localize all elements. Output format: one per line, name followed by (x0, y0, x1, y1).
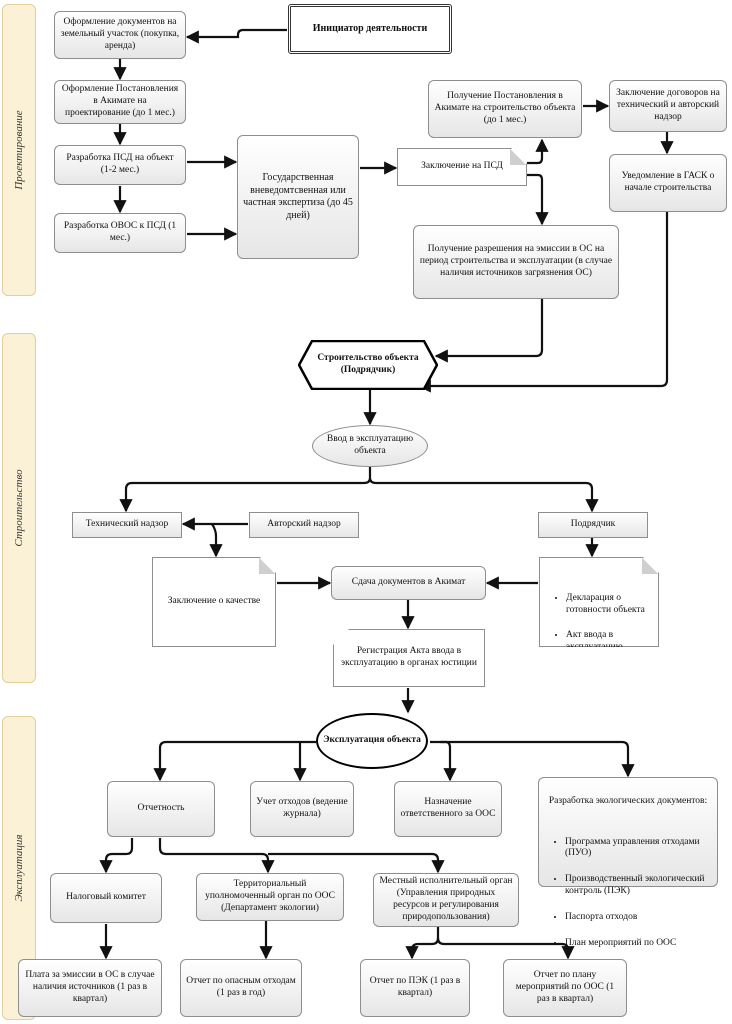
phase-design: Проектирование (2, 4, 36, 296)
arrow-commissioning-contractor (368, 477, 599, 513)
eco-doc-item: План мероприятий по ООС (565, 938, 709, 950)
tax-committee-box: Налоговый комитет (50, 873, 162, 923)
arrow-initiator-land (185, 28, 287, 44)
arrow-local-pek (405, 926, 440, 960)
arrow-reporting-territorial (158, 838, 275, 874)
expertise-box: Государственная вневедомтсвенная или час… (237, 135, 359, 259)
eco-doc-item: Программа управления отходами (ПУО) (565, 837, 709, 861)
hazardous-report-box: Отчет по опасным отходам (1 раз в год) (180, 959, 302, 1017)
land-docs-box: Оформление документов на земельный участ… (54, 11, 186, 59)
contractor-box: Подрядчик (538, 512, 648, 538)
commissioning-ellipse: Ввод в эксплуатацию объекта (312, 425, 428, 467)
arrow-conclusion-akimat2 (527, 138, 549, 165)
gask-box: Уведомление в ГАСК о начале строительств… (609, 154, 727, 212)
arrow-supervision-quality (209, 523, 223, 558)
eco-docs-list: Программа управления отходами (ПУО) Прои… (547, 824, 709, 963)
construction-hexagon (298, 340, 438, 390)
arrow-gask-construction (417, 212, 669, 393)
psd-box: Разработка ПСД на объект (1-2 мес.) (54, 145, 186, 185)
psd-conclusion-doc: Заключение на ПСД (397, 148, 527, 186)
arrow-emission-construction (434, 299, 544, 363)
emission-fee-box: Плата за эмиссии в ОС в случае наличия и… (18, 959, 162, 1017)
author-supervision-box: Авторский надзор (249, 512, 359, 538)
akimat-docs-box: Сдача документов в Акимат (331, 566, 486, 600)
arrow-local-plan (436, 937, 575, 960)
registration-card: Регистрация Акта ввода в эксплуатацию в … (333, 629, 485, 687)
emission-permit-box: Получение разрешения на эмиссии в ОС на … (413, 225, 619, 299)
contractor-doc-item: Декларация о готовности объекта (566, 593, 650, 617)
phase-construction-label: Строительство (13, 469, 25, 547)
eco-doc-item: Паспорта отходов (565, 912, 709, 924)
akimat-design-box: Оформление Постановления в Акимате на пр… (54, 80, 186, 124)
local-body-box: Местный исполнительный орган (Управления… (373, 873, 519, 927)
arrow-operation-reporting (153, 740, 316, 782)
pek-report-box: Отчет по ПЭК (1 раз в квартал) (360, 959, 470, 1017)
plan-report-box: Отчет по плану мероприятий по ООС (1 раз… (503, 959, 627, 1017)
phase-design-label: Проектирование (13, 110, 25, 190)
akimat-construction-box: Получение Постановления в Акимате на стр… (428, 80, 582, 138)
reporting-box: Отчетность (107, 781, 215, 837)
arrow-operation-responsible (440, 740, 457, 782)
arrow-conclusion-emission (527, 173, 549, 226)
operation-ellipse: Эксплуатация объекта (316, 713, 428, 769)
arrow-reporting-local (268, 852, 445, 874)
eco-doc-item: Производственный экологический контроль … (565, 874, 709, 898)
eco-docs-title: Разработка экологических документов: (548, 795, 708, 806)
quality-conclusion-doc: Заключение о качестве (152, 557, 276, 647)
phase-operation-label: Эксплуатация (13, 834, 25, 902)
arrow-commissioning-tech (119, 466, 372, 513)
arrow-reporting-tax (99, 838, 134, 874)
contracts-box: Заключение договоров на технический и ав… (609, 80, 727, 132)
waste-log-box: Учет отходов (ведение журнала) (250, 781, 354, 837)
eco-docs-box: Разработка экологических документов: Про… (538, 777, 718, 948)
contractor-docs-doc: Декларация о готовности объекта Акт ввод… (539, 557, 659, 647)
territorial-body-box: Территориальный уполномоченный орган по … (196, 873, 344, 921)
arrow-operation-ecodocs (430, 740, 635, 778)
construction-label: Строительство объекта (Подрядчик) (317, 353, 419, 375)
responsible-box: Назначение ответственного за ООС (394, 781, 502, 837)
ovos-box: Разработка ОВОС к ПСД (1 мес.) (54, 213, 186, 253)
initiator-box: Инициатор деятельности (288, 4, 452, 54)
tech-supervision-box: Технический надзор (72, 512, 182, 538)
phase-construction: Строительство (2, 333, 36, 683)
